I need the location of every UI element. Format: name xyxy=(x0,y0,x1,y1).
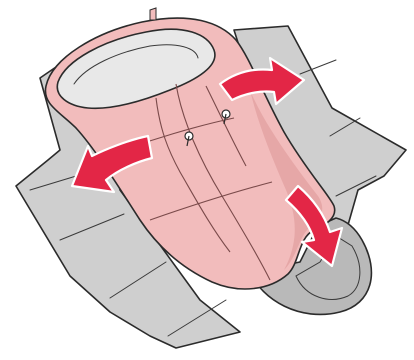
top-tag xyxy=(150,8,156,20)
